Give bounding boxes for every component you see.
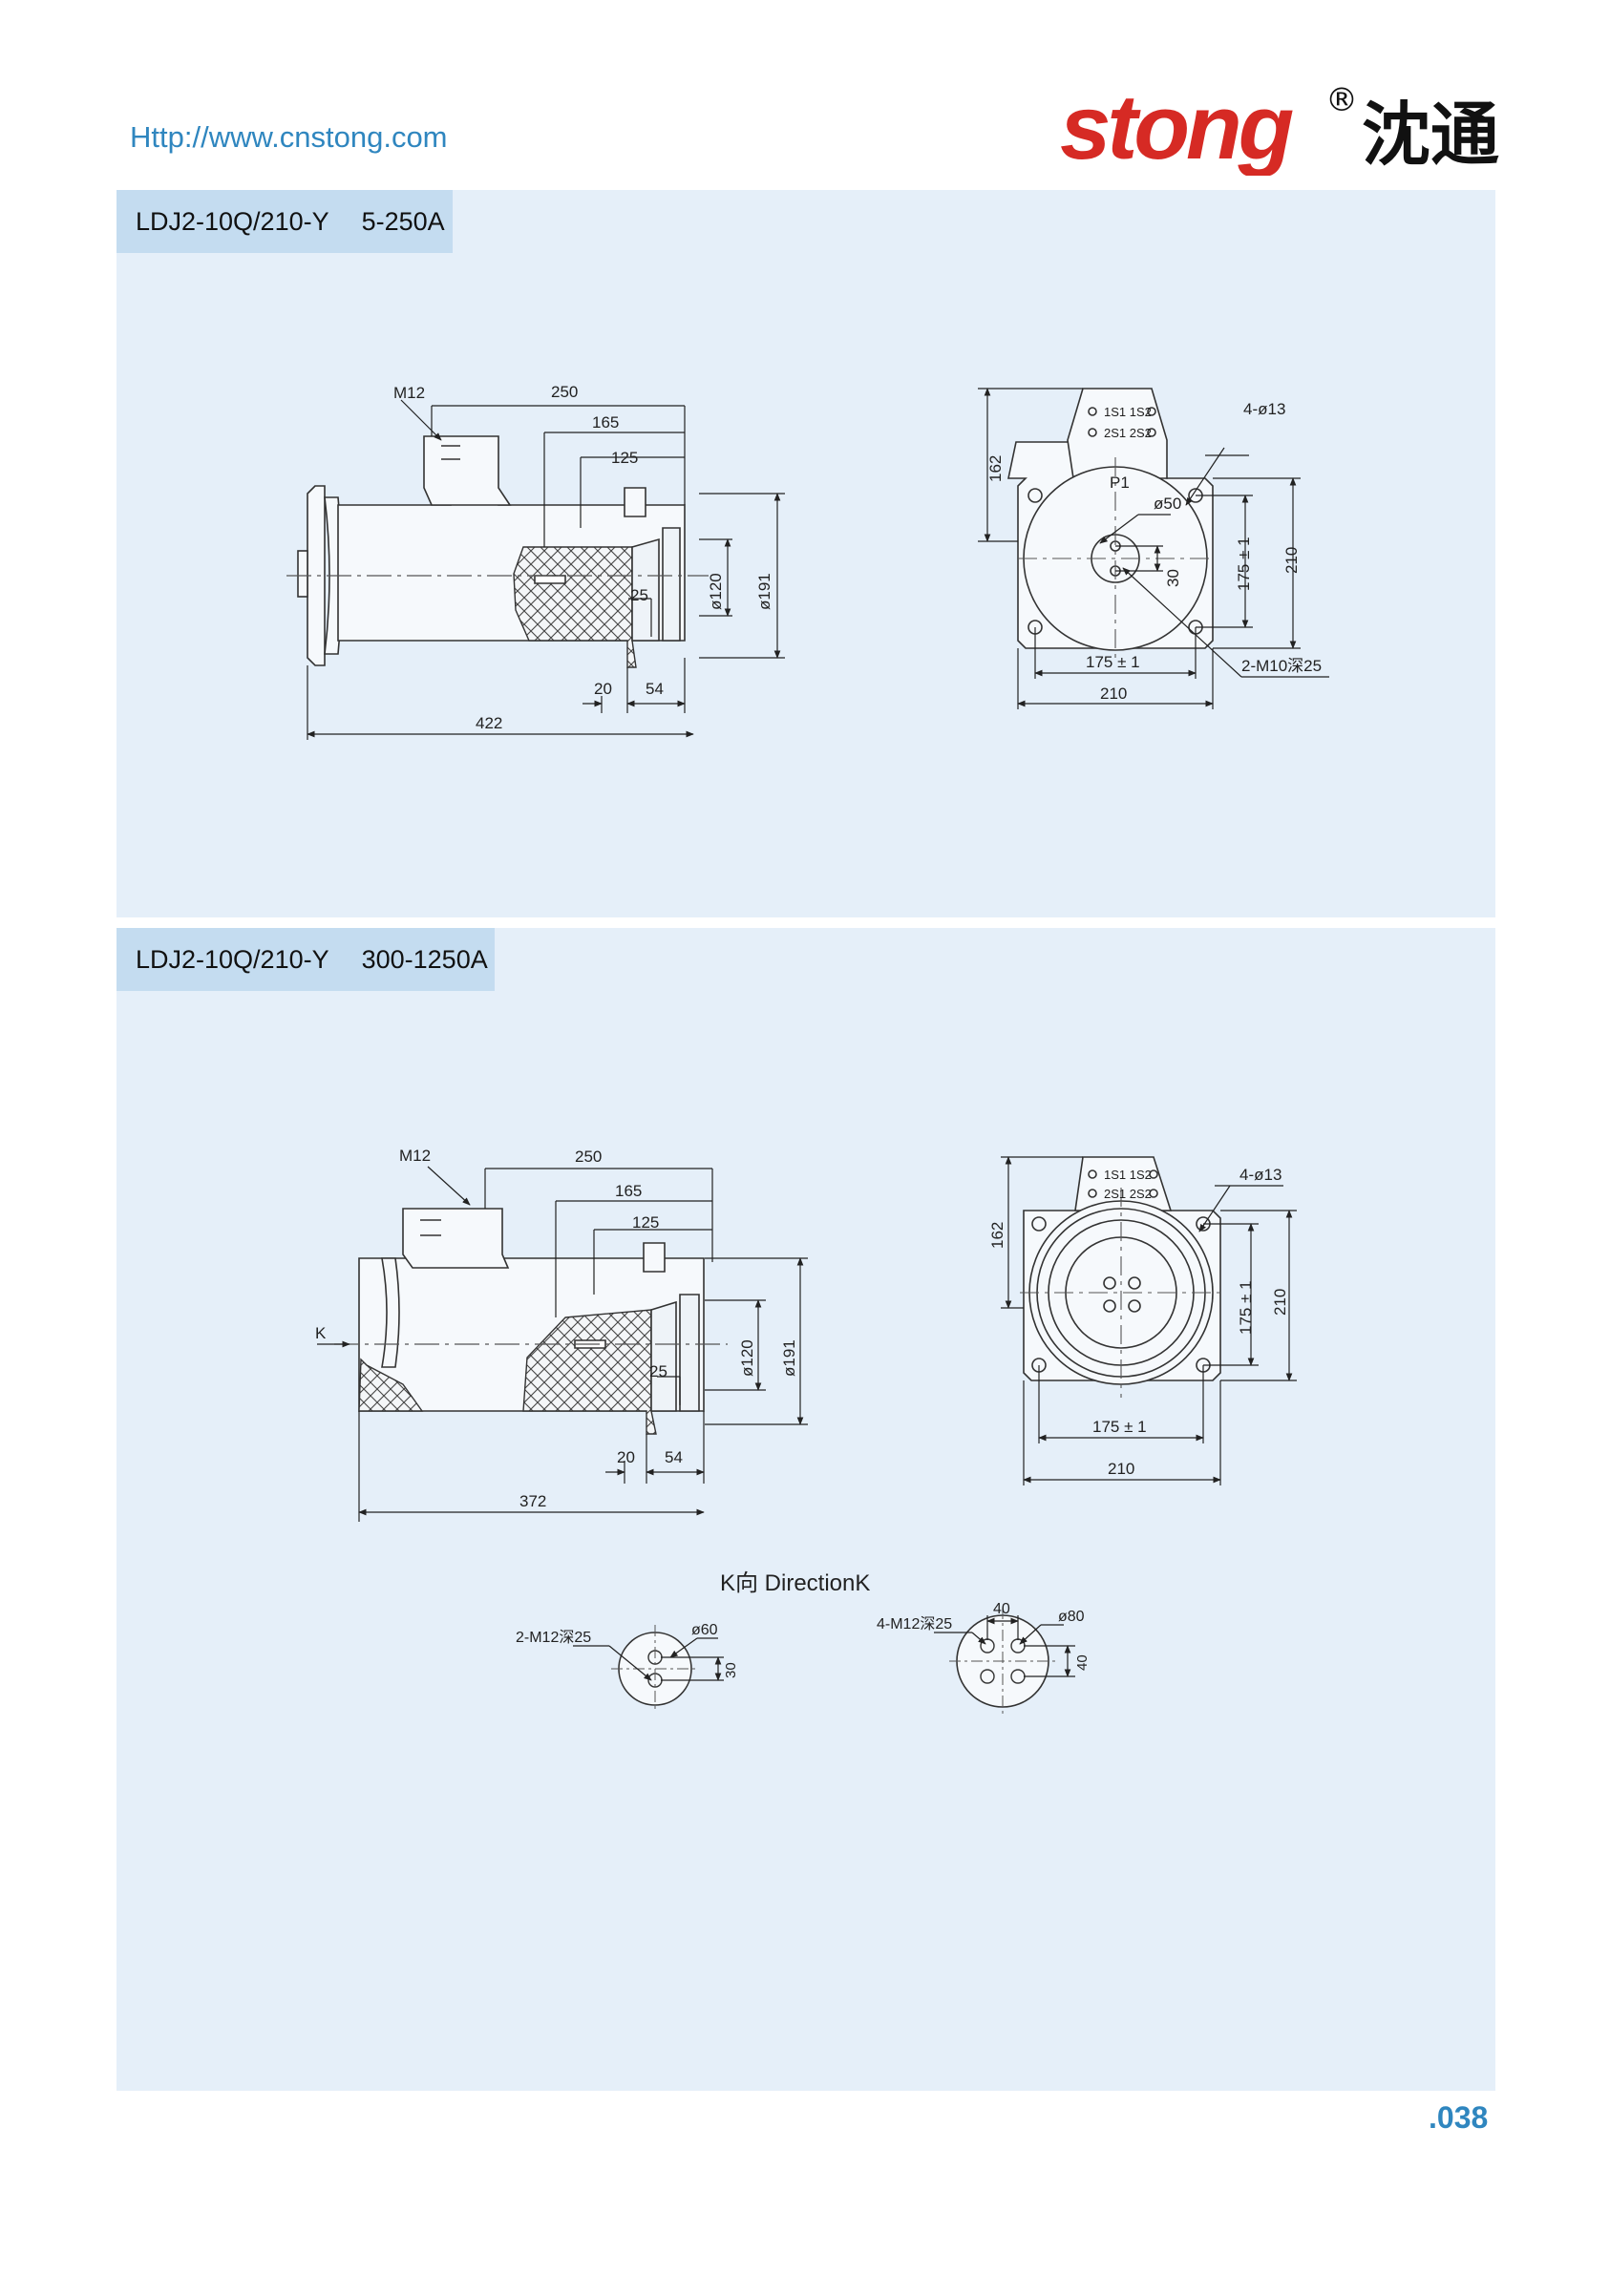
svg-text:54: 54 bbox=[665, 1448, 683, 1466]
svg-text:210: 210 bbox=[1108, 1460, 1134, 1478]
svg-text:210: 210 bbox=[1271, 1289, 1289, 1316]
side-labels-1: M12 250 165 125 25 ø120 ø191 20 54 422 bbox=[393, 383, 773, 732]
svg-text:175 ± 1: 175 ± 1 bbox=[1237, 1280, 1255, 1335]
side-labels-2: M12 250 165 125 K 25 ø120 ø191 20 54 372 bbox=[315, 1147, 798, 1510]
registered-mark: ® bbox=[1325, 81, 1358, 119]
drawing-panel-2: LDJ2-10Q/210-Y 300-1250A bbox=[117, 928, 1495, 2091]
svg-text:250: 250 bbox=[551, 383, 578, 401]
website-url[interactable]: Http://www.cnstong.com bbox=[130, 120, 448, 154]
svg-text:P1: P1 bbox=[1110, 474, 1130, 492]
svg-text:125: 125 bbox=[611, 449, 638, 467]
svg-text:372: 372 bbox=[519, 1492, 546, 1510]
svg-text:175 ± 1: 175 ± 1 bbox=[1235, 537, 1253, 591]
svg-text:54: 54 bbox=[646, 680, 664, 698]
stong-logo: stong ® 沈通 bbox=[1060, 76, 1499, 176]
side-dimensions-1 bbox=[307, 399, 785, 740]
svg-text:162: 162 bbox=[986, 455, 1005, 482]
rating-2: 300-1250A bbox=[361, 945, 488, 974]
svg-text:250: 250 bbox=[575, 1148, 602, 1166]
svg-text:4-M12深25: 4-M12深25 bbox=[877, 1615, 952, 1632]
svg-text:ø80: ø80 bbox=[1058, 1609, 1085, 1625]
svg-text:165: 165 bbox=[592, 413, 619, 432]
side-view-1 bbox=[297, 435, 686, 668]
side-dimensions-2 bbox=[317, 1166, 808, 1522]
front-dimensions-2 bbox=[1001, 1156, 1297, 1485]
svg-text:ø120: ø120 bbox=[738, 1339, 756, 1377]
direction-view-right: 40 4-M12深25 ø80 40 bbox=[877, 1601, 1091, 1715]
svg-text:25: 25 bbox=[630, 586, 648, 604]
svg-text:ø50: ø50 bbox=[1154, 495, 1181, 513]
page-number: .038 bbox=[1429, 2100, 1489, 2135]
front-dimensions-1 bbox=[978, 388, 1329, 709]
svg-text:2S1 2S2: 2S1 2S2 bbox=[1104, 426, 1152, 440]
svg-text:162: 162 bbox=[988, 1222, 1006, 1249]
model-tab-1: LDJ2-10Q/210-Y 5-250A bbox=[117, 190, 453, 253]
drawing-2: M12 250 165 125 K 25 ø120 ø191 20 54 372 bbox=[315, 1147, 1297, 1715]
svg-text:165: 165 bbox=[615, 1182, 642, 1200]
svg-text:ø60: ø60 bbox=[691, 1622, 718, 1638]
svg-text:4-ø13: 4-ø13 bbox=[1239, 1166, 1282, 1184]
svg-text:K: K bbox=[315, 1324, 327, 1342]
svg-text:1S1 1S2: 1S1 1S2 bbox=[1104, 405, 1152, 419]
svg-text:210: 210 bbox=[1282, 547, 1301, 574]
svg-text:1S1 1S2: 1S1 1S2 bbox=[1104, 1168, 1152, 1182]
logo-chinese: 沈通 bbox=[1362, 95, 1499, 175]
direction-k-title: K向 DirectionK bbox=[720, 1570, 870, 1596]
drawing-1: M12 250 165 125 25 ø120 ø191 20 54 422 bbox=[286, 383, 1329, 740]
svg-text:40: 40 bbox=[993, 1601, 1010, 1617]
svg-text:2S1 2S2: 2S1 2S2 bbox=[1104, 1187, 1152, 1201]
svg-text:422: 422 bbox=[476, 714, 502, 732]
svg-text:20: 20 bbox=[594, 680, 612, 698]
direction-view-left: 2-M12深25 ø60 30 bbox=[516, 1622, 739, 1713]
svg-text:2-M12深25: 2-M12深25 bbox=[516, 1629, 591, 1646]
svg-text:ø191: ø191 bbox=[780, 1339, 798, 1377]
logo-latin: stong bbox=[1060, 76, 1293, 176]
svg-text:M12: M12 bbox=[393, 384, 425, 402]
svg-text:210: 210 bbox=[1100, 685, 1127, 703]
svg-text:30: 30 bbox=[723, 1662, 739, 1678]
svg-text:ø120: ø120 bbox=[707, 573, 725, 610]
svg-text:20: 20 bbox=[617, 1448, 635, 1466]
front-labels-2: 162 1S1 1S2 2S1 2S2 4-ø13 175 ± 1 210 17… bbox=[988, 1166, 1289, 1478]
svg-text:30: 30 bbox=[1164, 569, 1182, 587]
svg-text:125: 125 bbox=[632, 1213, 659, 1232]
svg-text:40: 40 bbox=[1074, 1654, 1091, 1671]
drawing-panel-1: LDJ2-10Q/210-Y 5-250A bbox=[117, 190, 1495, 917]
model-name-1: LDJ2-10Q/210-Y bbox=[136, 207, 329, 236]
svg-text:25: 25 bbox=[649, 1362, 667, 1380]
svg-text:2-M10深25: 2-M10深25 bbox=[1241, 657, 1322, 675]
model-tab-2: LDJ2-10Q/210-Y 300-1250A bbox=[117, 928, 495, 991]
front-labels-1: 162 1S1 1S2 2S1 2S2 4-ø13 P1 ø50 30 175 … bbox=[986, 400, 1322, 703]
svg-text:ø191: ø191 bbox=[755, 573, 773, 610]
svg-text:4-ø13: 4-ø13 bbox=[1243, 400, 1285, 418]
svg-text:M12: M12 bbox=[399, 1147, 431, 1165]
model-name-2: LDJ2-10Q/210-Y bbox=[136, 945, 329, 974]
svg-text:175 ± 1: 175 ± 1 bbox=[1092, 1418, 1147, 1436]
rating-1: 5-250A bbox=[361, 207, 445, 236]
svg-text:175 ± 1: 175 ± 1 bbox=[1086, 653, 1140, 671]
side-view-2 bbox=[358, 1208, 705, 1435]
